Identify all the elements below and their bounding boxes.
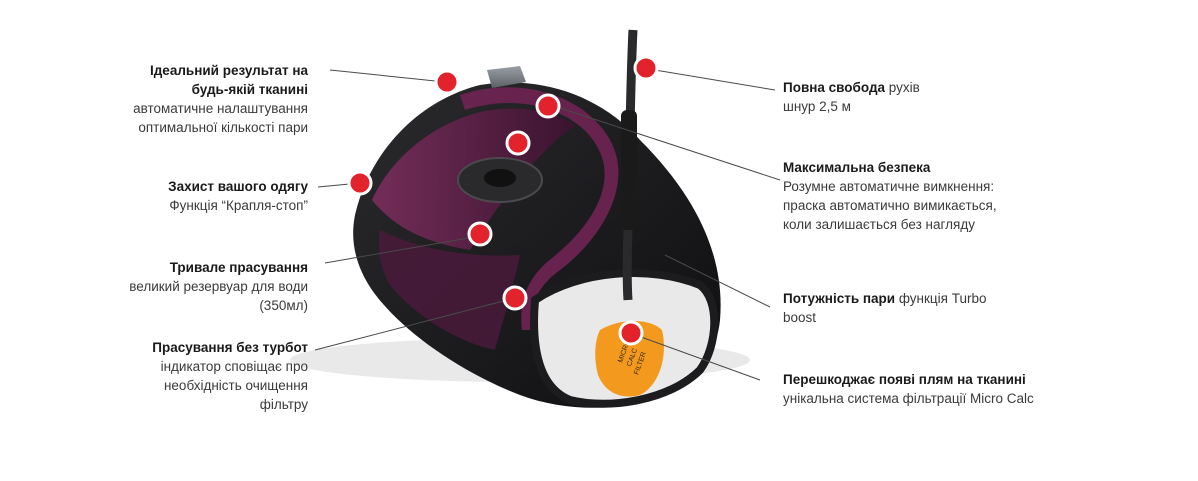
feature-steam-power: Потужність пари функція Turbo boost [783,289,1083,327]
feature-safety-desc-2: праска автоматично вимикається, [783,198,997,213]
feature-freedom-desc: шнур 2,5 м [783,99,851,114]
marker-micro-calc [618,320,644,346]
feature-anti-stain-title: Перешкоджає появі плям на тканині [783,372,1026,387]
feature-freedom-title-tail: рухів [885,80,920,95]
iron-handle [460,87,619,330]
feature-ideal-result: Ідеальний результат на будь-якій тканині… [68,61,308,137]
feature-safety-desc-3: коли залишається без нагляду [783,217,975,232]
feature-carefree-ironing-title: Прасування без турбот [152,340,308,355]
feature-long-ironing-title: Тривале прасування [169,260,308,275]
feature-long-ironing-desc-2: (350мл) [259,298,308,313]
feature-steam-power-desc: boost [783,310,817,325]
feature-carefree-ironing-desc-1: індикатор сповіщає про [160,359,308,374]
feature-steam-power-title: Потужність пари [783,291,896,306]
feature-carefree-ironing-desc-2: необхідність очищення [163,378,308,393]
feature-anti-stain: Перешкоджає появі плям на тканині унікал… [783,370,1113,408]
marker-auto-off [505,130,531,156]
feature-clothes-protection-desc: Функція “Крапля-стоп” [169,198,308,213]
feature-ideal-result-title-2: будь-якій тканині [191,82,308,97]
hotspot-markers [347,55,659,346]
marker-filter-indicator [502,285,528,311]
feature-carefree-ironing: Прасування без турбот індикатор сповіщає… [68,338,308,414]
feature-clothes-protection: Захист вашого одягу Функція “Крапля-стоп… [68,177,308,215]
marker-anti-drip [347,170,373,196]
cord-guard [621,110,637,230]
marker-water-tank [467,221,493,247]
marker-ideal-result [434,69,460,95]
feature-long-ironing: Тривале прасування великий резервуар для… [68,258,308,315]
iron-water-tank [378,230,520,350]
marker-steam-button [535,93,561,119]
feature-safety-title: Максимальна безпека [783,160,931,175]
feature-ideal-result-title-1: Ідеальний результат на [149,63,308,78]
iron-filter-cartridge [595,321,664,397]
feature-freedom-title: Повна свобода [783,80,886,95]
marker-cord [633,55,659,81]
iron-steam-button [487,66,526,88]
feature-steam-power-title-tail: функція Turbo [895,291,987,306]
feature-freedom: Повна свобода рухів шнур 2,5 м [783,78,1083,116]
feature-safety: Максимальна безпека Розумне автоматичне … [783,158,1083,234]
leader-lines [314,69,781,381]
feature-clothes-protection-title: Захист вашого одягу [168,179,308,194]
feature-carefree-ironing-desc-3: фільтру [259,397,308,412]
iron-dial-center [484,169,516,187]
feature-ideal-result-desc-2: оптимальної кількості пари [138,120,308,135]
feature-safety-desc-1: Розумне автоматичне вимкнення: [783,179,995,194]
feature-long-ironing-desc-1: великий резервуар для води [129,279,308,294]
feature-ideal-result-desc-1: автоматичне налаштування [133,101,308,116]
feature-anti-stain-desc: унікальна система фільтрації Micro Calc [783,391,1034,406]
